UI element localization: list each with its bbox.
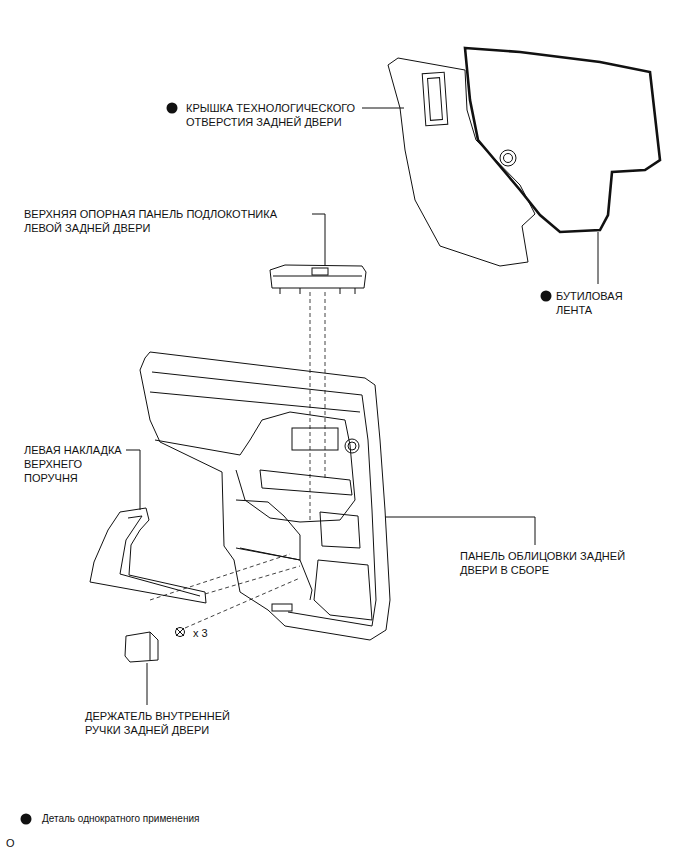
one-time-use-mark: [541, 291, 552, 302]
part-name: ДЕРЖАТЕЛЬ ВНУТРЕННЕЙ РУЧКИ ЗАДНЕЙ ДВЕРИ: [85, 709, 234, 737]
quantity-label: x 3: [193, 626, 212, 640]
part-name: БУТИЛОВАЯ ЛЕНТА: [556, 289, 627, 317]
figure-id: O: [6, 836, 19, 850]
part-name: ПАНЕЛЬ ОБЛИЦОВКИ ЗАДНЕЙ ДВЕРИ В СБОРЕ: [460, 549, 630, 577]
one-time-use-mark: [167, 103, 178, 114]
part-name: ВЕРХНЯЯ ОПОРНАЯ ПАНЕЛЬ ПОДЛОКОТНИКА ЛЕВО…: [24, 207, 281, 235]
legend-text: Деталь однократного применения: [42, 812, 199, 826]
legend-mark: [21, 814, 32, 825]
part-name: ЛЕВАЯ НАКЛАДКА ВЕРХНЕГО ПОРУЧНЯ: [24, 443, 126, 485]
part-name: КРЫШКА ТЕХНОЛОГИЧЕСКОГО ОТВЕРСТИЯ ЗАДНЕЙ…: [186, 101, 360, 129]
